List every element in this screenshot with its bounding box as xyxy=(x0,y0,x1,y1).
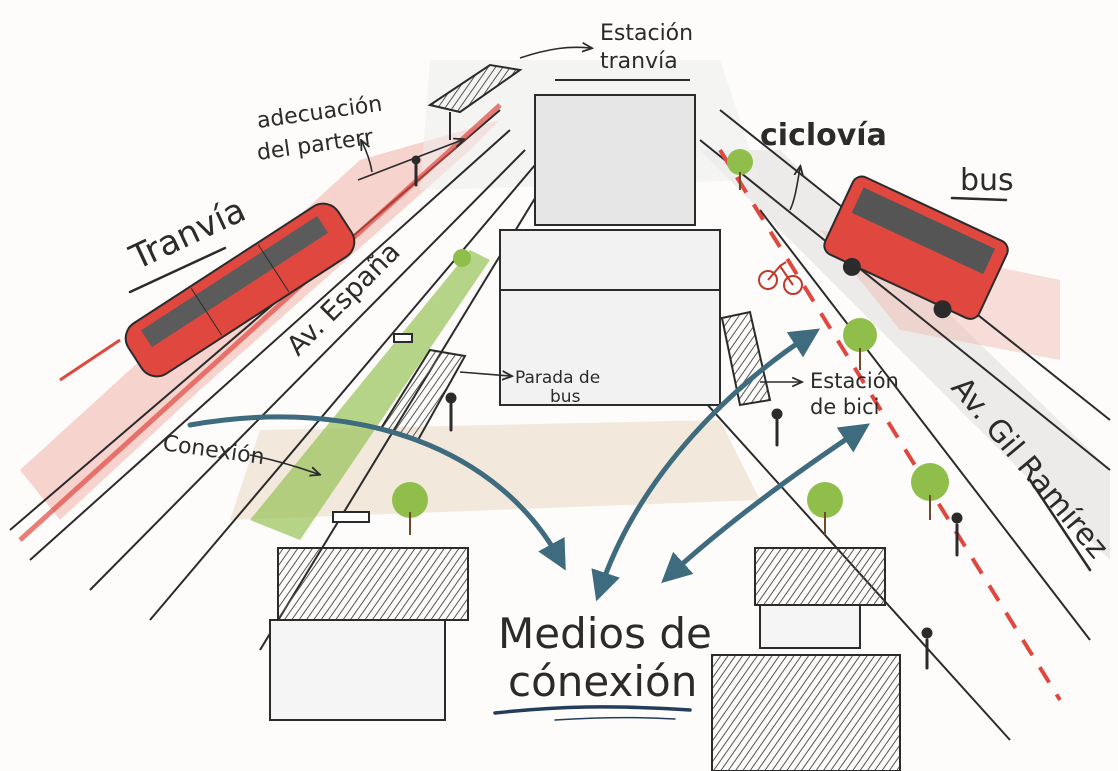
title-medios-line1: Medios de xyxy=(498,609,712,658)
connection-arrows xyxy=(187,328,870,602)
bicycle-icon xyxy=(758,261,803,295)
annotation-arrows xyxy=(249,47,800,474)
shelter-icon xyxy=(427,63,523,140)
bench-icon xyxy=(332,333,413,523)
tram-icon xyxy=(124,202,356,378)
label-estacion-bici-line2: de bici xyxy=(810,395,879,419)
bus-icon xyxy=(823,175,1009,320)
label-estacion-tranvia-line1: Estación xyxy=(600,21,693,46)
label-estacion-tranvia-line2: tranvía xyxy=(600,49,678,74)
label-parada-line1: Parada de xyxy=(515,368,600,388)
label-estacion-bici-line1: Estación xyxy=(810,369,899,393)
label-parada-line2: bus xyxy=(550,387,581,407)
tram-rail xyxy=(18,103,502,542)
underline-strokes xyxy=(128,196,1092,721)
label-bus: bus xyxy=(960,163,1014,198)
bike-lane xyxy=(718,148,1062,702)
title-medios-line2: cónexión xyxy=(508,657,697,706)
label-ciclovia: ciclovía xyxy=(760,118,887,153)
